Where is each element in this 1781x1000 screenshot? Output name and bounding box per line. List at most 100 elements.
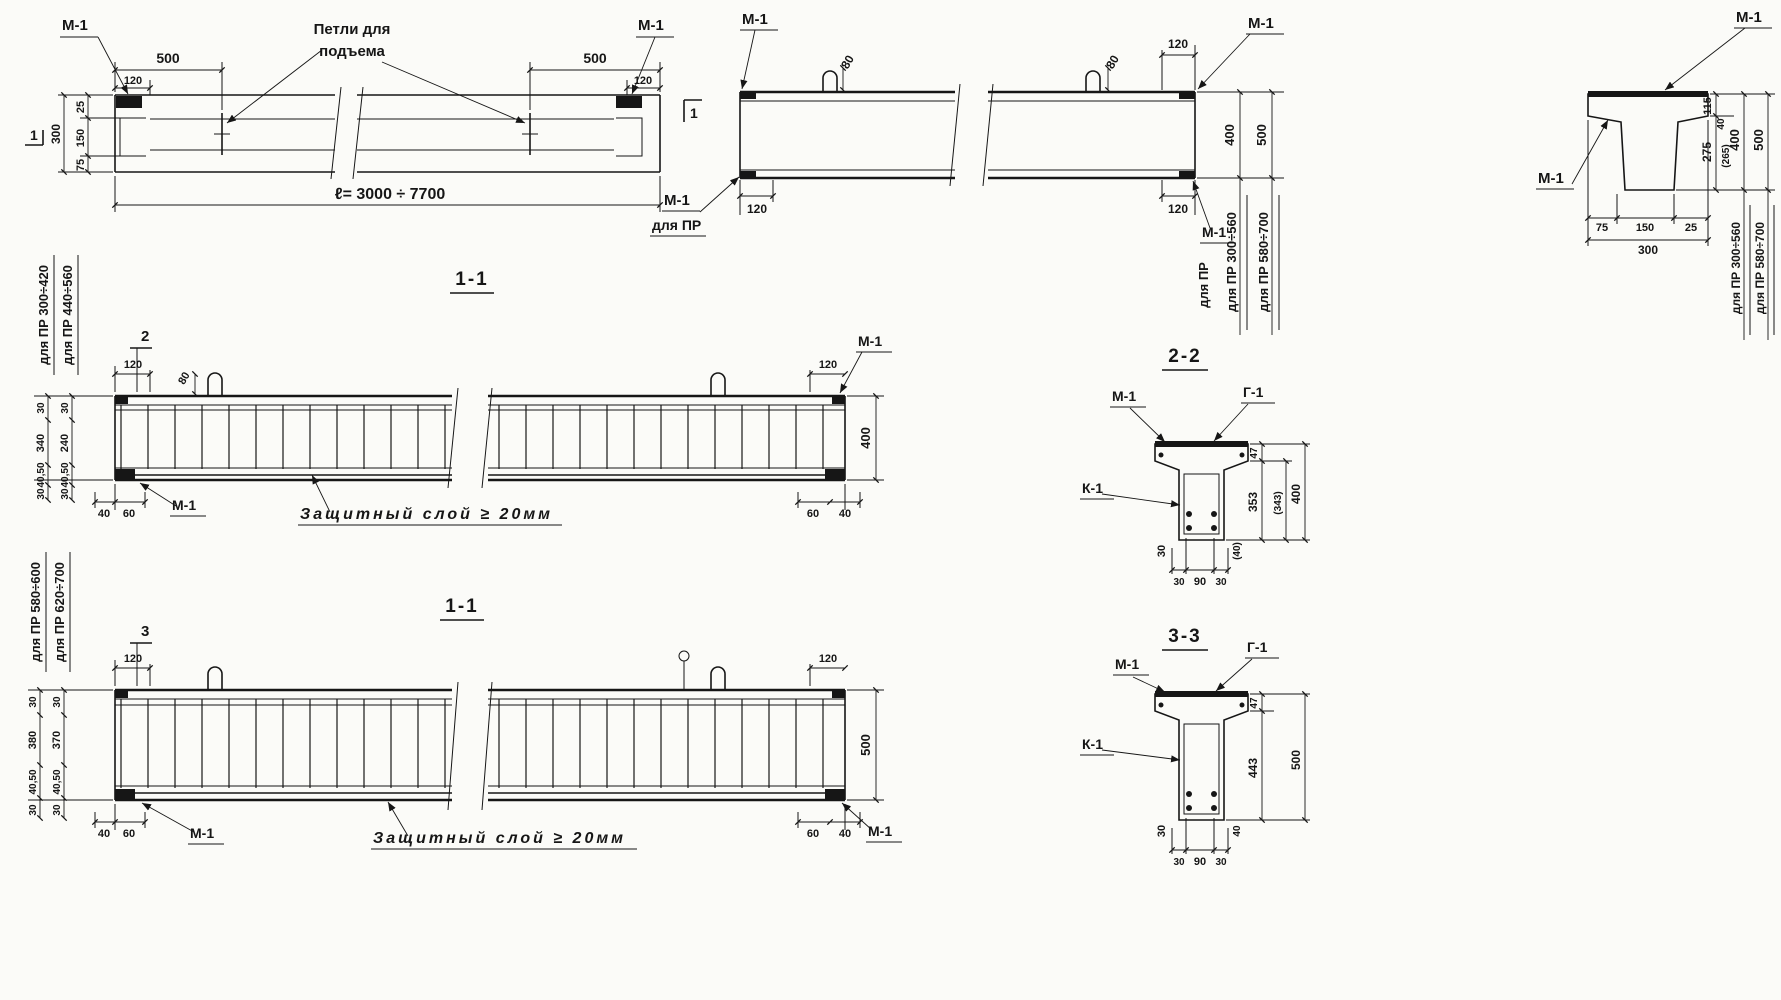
lifting-loop [207,372,223,396]
dim-label: 275 [1700,142,1714,162]
m1-label: М-1 [172,497,196,513]
m1-label: М-1 [1248,15,1274,32]
m1-label: М-1 [1112,388,1136,404]
beam-reinforcement-elevation [114,650,846,811]
embedded-plate [115,396,128,404]
beam-reinforcement-elevation [114,372,846,489]
lifting-loop-marks-plan [214,113,538,155]
m1-label: М-1 [664,192,690,209]
k1-label: К-1 [1082,736,1103,752]
dim-label: 40 [98,508,110,520]
m1-label: М-1 [1736,9,1762,26]
section-3-3-shape [1154,691,1249,821]
embedded-plate [115,690,128,698]
dim-label: 300 [1638,243,1658,257]
lifting-loops-label: Петли для [314,21,391,38]
range-label: для ПР 580÷600 [28,562,43,662]
end-section-shape [1587,91,1709,191]
break-line [447,387,459,489]
break-line [481,681,493,811]
dim-label: 30 [1173,857,1185,868]
m1-label: М-1 [62,17,88,34]
embedded-plate [115,789,135,800]
embedded-plate [825,789,845,800]
plan-callouts: М-1 М-1 Петли для подъема 1 1 [25,17,702,146]
dim-label: 500 [1751,129,1766,151]
dim-label: 40,50 [52,769,63,794]
lifting-loop [1085,70,1101,92]
dim-label: 120 [819,653,837,665]
section-2-2: 2-2 М-1 Г-1 К-1 [1080,346,1310,588]
range-label: для ПР 580÷700 [1256,212,1271,312]
elevation-callouts: М-1 М-1 М-1 для ПР М-1 для ПР [650,11,1284,308]
section-title: 2-2 [1168,346,1201,367]
dim-label: 75 [75,159,87,171]
dim-label: 60 [807,828,819,840]
dim-label: 30 [52,696,63,708]
break-line [447,681,459,811]
elevation-view: 80 80 120 120 120 400 500 для ПР 300÷560 [650,11,1284,335]
section-marker: 3 [141,623,149,640]
rebar-dot [1211,791,1217,797]
dim-label: 30 [28,696,39,708]
rebar-dot [1239,452,1245,458]
dim-label: 30 [1156,825,1168,837]
dim-label: 400 [1222,124,1237,146]
dim-label: 47 [1249,697,1260,709]
break-line [481,387,493,489]
dim-label: 120 [634,75,652,87]
dim-label: 60 [123,508,135,520]
range-label: для ПР 620÷700 [52,562,67,662]
dim-label: 500 [858,734,873,756]
stirrups [118,699,452,788]
section-title: 1-1 [445,596,478,617]
dim-label: 120 [819,359,837,371]
embedded-plate [616,96,642,108]
embedded-plate [832,690,845,698]
dim-label: 30 [36,402,47,414]
dim-label: 40 [839,828,851,840]
end-section-view: М-1 М-1 115 40 275 (265) 400 500 для ПР … [1536,9,1775,340]
protective-layer-label: Защитный слой ≥ 20мм [373,830,626,847]
dim-label: 500 [1254,124,1269,146]
rebar-dot [1186,791,1192,797]
dim-label: 400 [1289,484,1303,504]
end-section-callouts: М-1 М-1 [1536,9,1772,190]
dim-label: 300 [49,124,63,144]
section-3-3-dimensions: 47 443 500 30 40 30 90 30 [1156,690,1310,868]
dim-label: (265) [1721,144,1732,167]
hole-mark [678,650,690,662]
rebar-dot [1211,511,1217,517]
g1-label: Г-1 [1247,639,1268,655]
section-1-1-top: 1-1 2 [34,255,892,526]
dim-label: 60 [123,828,135,840]
lifting-loop [710,372,726,396]
m1-label: М-1 [858,333,882,349]
stirrups [488,405,843,469]
section-marker: 2 [141,328,149,345]
m1-label: М-1 [868,823,892,839]
section-title: 3-3 [1168,626,1201,647]
lifting-loop [710,666,726,690]
section-1-1-top-dimensions: 2 120 80 М-1 120 400 40 60 [34,255,892,526]
range-label: для ПР 440÷560 [60,265,75,365]
section-marker: 1 [30,127,38,143]
lifting-loops-label: подъема [319,43,385,60]
dlya-pr-label: для ПР [1196,262,1211,308]
embedded-plate [116,96,142,108]
stirrup-frame [1183,723,1220,815]
section-2-2-callouts: М-1 Г-1 К-1 [1080,384,1275,508]
dim-label: 370 [51,731,63,749]
range-label: для ПР 300÷560 [1729,222,1743,314]
dim-label: 75 [1596,222,1608,234]
dim-label: 400 [1727,129,1742,151]
dim-label: 40 [839,508,851,520]
rebar-dot [1186,805,1192,811]
dlya-pr-label: для ПР [652,217,701,233]
dim-label: 30 [1156,545,1168,557]
dim-label: 500 [156,50,180,66]
embedded-plate [740,92,756,99]
dim-label: 30 [52,804,63,816]
dim-label: 120 [747,202,767,216]
rebar-dot [1186,511,1192,517]
